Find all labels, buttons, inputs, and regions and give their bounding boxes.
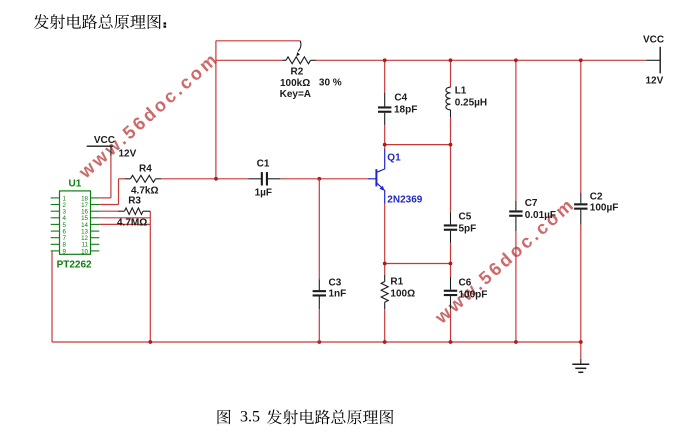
svg-text:R3: R3 <box>128 196 141 207</box>
svg-text:12: 12 <box>81 235 88 242</box>
svg-text:R1: R1 <box>390 277 403 288</box>
svg-text:100Ω: 100Ω <box>390 289 415 300</box>
svg-text:100pF: 100pF <box>459 290 488 301</box>
svg-text:17: 17 <box>81 202 88 209</box>
svg-text:12V: 12V <box>646 76 664 87</box>
svg-text:6: 6 <box>63 229 67 236</box>
svg-text:C6: C6 <box>459 278 472 289</box>
svg-text:3.5: 3.5 <box>240 409 260 426</box>
svg-text:100µF: 100µF <box>590 203 619 214</box>
svg-text:12V: 12V <box>119 149 137 160</box>
svg-text:Q1: Q1 <box>387 153 401 164</box>
svg-text:4: 4 <box>63 215 67 222</box>
svg-text:0.25µH: 0.25µH <box>455 98 487 109</box>
svg-text:2N2369: 2N2369 <box>387 195 422 206</box>
svg-text:L1: L1 <box>455 86 467 97</box>
svg-text:1: 1 <box>63 195 67 202</box>
svg-text:R4: R4 <box>139 164 152 175</box>
svg-text:Key=A: Key=A <box>280 89 311 100</box>
svg-text:8: 8 <box>63 242 67 249</box>
svg-text:13: 13 <box>81 229 88 236</box>
svg-text:C3: C3 <box>329 278 342 289</box>
svg-text:5pF: 5pF <box>459 224 477 235</box>
svg-text:C2: C2 <box>590 192 603 203</box>
svg-text:1µF: 1µF <box>255 188 272 199</box>
svg-text:11: 11 <box>82 242 89 249</box>
svg-text:30 %: 30 % <box>319 78 342 89</box>
svg-text:16: 16 <box>81 209 88 216</box>
svg-text:VCC: VCC <box>94 135 115 146</box>
svg-text:15: 15 <box>81 215 88 222</box>
svg-text:100kΩ: 100kΩ <box>280 78 310 89</box>
svg-text:0.01µF: 0.01µF <box>525 210 556 221</box>
svg-text:U1: U1 <box>69 179 82 190</box>
svg-text:3: 3 <box>63 209 67 216</box>
svg-text:C7: C7 <box>525 198 538 209</box>
svg-text:18: 18 <box>81 195 88 202</box>
svg-text:4.7MΩ: 4.7MΩ <box>117 218 147 229</box>
svg-text:18pF: 18pF <box>394 105 417 116</box>
svg-text:1nF: 1nF <box>329 289 347 300</box>
svg-text:C1: C1 <box>257 159 270 170</box>
svg-text:C5: C5 <box>459 212 472 223</box>
svg-text:C4: C4 <box>394 93 407 104</box>
svg-text:9: 9 <box>63 248 67 255</box>
svg-text:7: 7 <box>63 235 67 242</box>
svg-text:10: 10 <box>81 248 88 255</box>
svg-text:5: 5 <box>63 222 67 229</box>
svg-text:2: 2 <box>63 202 67 209</box>
svg-text:VCC: VCC <box>643 35 664 46</box>
svg-text:4.7kΩ: 4.7kΩ <box>131 186 158 197</box>
svg-text:PT2262: PT2262 <box>57 260 92 271</box>
svg-text:14: 14 <box>81 222 88 229</box>
svg-text:R2: R2 <box>291 67 304 78</box>
